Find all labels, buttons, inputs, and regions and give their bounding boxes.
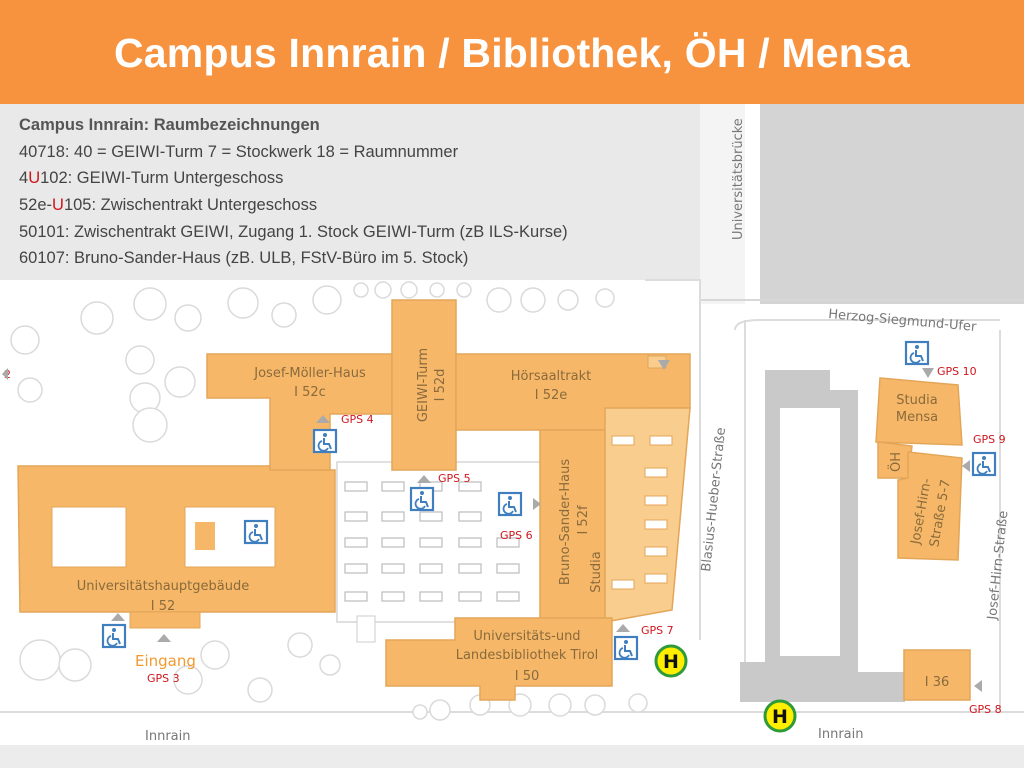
legend-row-1: 40718: 40 = GEIWI-Turm 7 = Stockwerk 18 … xyxy=(19,142,459,161)
gps-3: GPS 3 xyxy=(147,672,180,685)
gps-6: GPS 6 xyxy=(500,529,533,542)
bib-line1: Universitäts-und xyxy=(473,629,580,644)
legend-row-3-highlight: U xyxy=(52,196,64,215)
wheelchair-icon xyxy=(409,486,435,512)
geiwi-code: I 52d xyxy=(433,369,448,402)
bib-code: I 50 xyxy=(515,669,540,684)
mensa-line2: Mensa xyxy=(896,410,938,425)
legend-title: Campus Innrain: Raumbezeichnungen xyxy=(19,116,320,134)
hoersaal-name: Hörsaaltrakt xyxy=(511,369,591,384)
haupt-code: I 52 xyxy=(151,599,176,614)
bruno-code: I 52f xyxy=(576,505,591,535)
wheelchair-icon xyxy=(497,491,523,517)
entrance-label: Eingang xyxy=(135,652,196,670)
street-blasius-hueber: Blasius-Hueber-Straße xyxy=(699,427,729,573)
trees xyxy=(10,281,648,721)
gps-arrows xyxy=(2,360,982,692)
building-bruno-sander[interactable] xyxy=(539,355,691,623)
geiwi-name: GEIWI-Turm xyxy=(416,348,431,422)
building-hauptgebaeude[interactable] xyxy=(17,465,336,629)
wheelchair-icon xyxy=(312,428,338,454)
legend-row-2-highlight: U xyxy=(28,169,41,188)
gps-7: GPS 7 xyxy=(641,624,674,637)
campus-map[interactable]: Josef-Möller-Haus I 52c Hörsaaltrakt I 5… xyxy=(0,104,1024,768)
bruno-studia: Studia xyxy=(589,551,604,592)
haupt-name: Universitätshauptgebäude xyxy=(77,579,249,594)
wheelchair-icon xyxy=(243,519,269,545)
bib-line2: Landesbibliothek Tirol xyxy=(456,648,599,663)
legend-row-4: 50101: Zwischentrakt GEIWI, Zugang 1. St… xyxy=(19,222,568,241)
legend-row-3: 52e-U105: Zwischentrakt Untergeschoss xyxy=(19,192,699,219)
legend-row-2-suffix: 102: GEIWI-Turm Untergeschoss xyxy=(40,169,284,188)
room-legend: Campus Innrain: Raumbezeichnungen 40718:… xyxy=(19,112,699,272)
bus-stop-icon[interactable]: H xyxy=(654,644,688,678)
background xyxy=(0,104,1024,768)
bruno-name: Bruno-Sander-Haus xyxy=(558,459,573,586)
gps-8: GPS 8 xyxy=(969,703,1002,716)
wheelchair-icon xyxy=(904,340,930,366)
legend-row-5: 60107: Bruno-Sander-Haus (zB. ULB, FStV-… xyxy=(19,249,469,268)
legend-row-3-suffix: 105: Zwischentrakt Untergeschoss xyxy=(63,196,318,215)
building-josef-hirn[interactable] xyxy=(897,451,963,561)
building-bibliothek[interactable] xyxy=(356,615,613,701)
gps-9: GPS 9 xyxy=(973,433,1006,446)
legend-row-3-prefix: 52e- xyxy=(19,196,53,215)
moeller-name: Josef-Möller-Haus xyxy=(253,366,366,381)
gps-5: GPS 5 xyxy=(438,472,471,485)
bus-stop-label: H xyxy=(772,706,788,728)
courtyard-benches xyxy=(344,481,520,602)
bus-stop-label: H xyxy=(663,651,679,673)
header-bar: Campus Innrain / Bibliothek, ÖH / Mensa xyxy=(0,0,1024,104)
gps-10: GPS 10 xyxy=(937,365,977,378)
moeller-code: I 52c xyxy=(294,385,326,400)
street-innrain-right: Innrain xyxy=(818,727,863,742)
street-josef-hirn: Josef-Hirn-Straße xyxy=(985,510,1011,621)
hoersaal-code: I 52e xyxy=(535,388,568,403)
wheelchair-icon xyxy=(971,451,997,477)
building-i36[interactable] xyxy=(903,649,971,701)
building-studia-mensa[interactable] xyxy=(875,377,963,446)
legend-row-2: 4U102: GEIWI-Turm Untergeschoss xyxy=(19,165,699,192)
gps-4: GPS 4 xyxy=(341,413,374,426)
building-geiwi[interactable] xyxy=(391,299,457,471)
wheelchair-icon xyxy=(613,635,639,661)
oeh-label: ÖH xyxy=(887,452,904,472)
street-universitaetsbruecke: Universitätsbrücke xyxy=(731,118,746,240)
mensa-line1: Studia xyxy=(896,393,937,408)
wheelchair-icon xyxy=(101,623,127,649)
street-herzog-siegmund-ufer: Herzog-Siegmund-Ufer xyxy=(828,307,978,335)
building-gray-block xyxy=(740,370,905,702)
bus-stop-icon[interactable]: H xyxy=(763,699,797,733)
i36-code: I 36 xyxy=(925,675,950,690)
legend-row-2-prefix: 4 xyxy=(19,169,29,188)
street-innrain-left: Innrain xyxy=(145,729,190,744)
page-title: Campus Innrain / Bibliothek, ÖH / Mensa xyxy=(113,30,911,76)
